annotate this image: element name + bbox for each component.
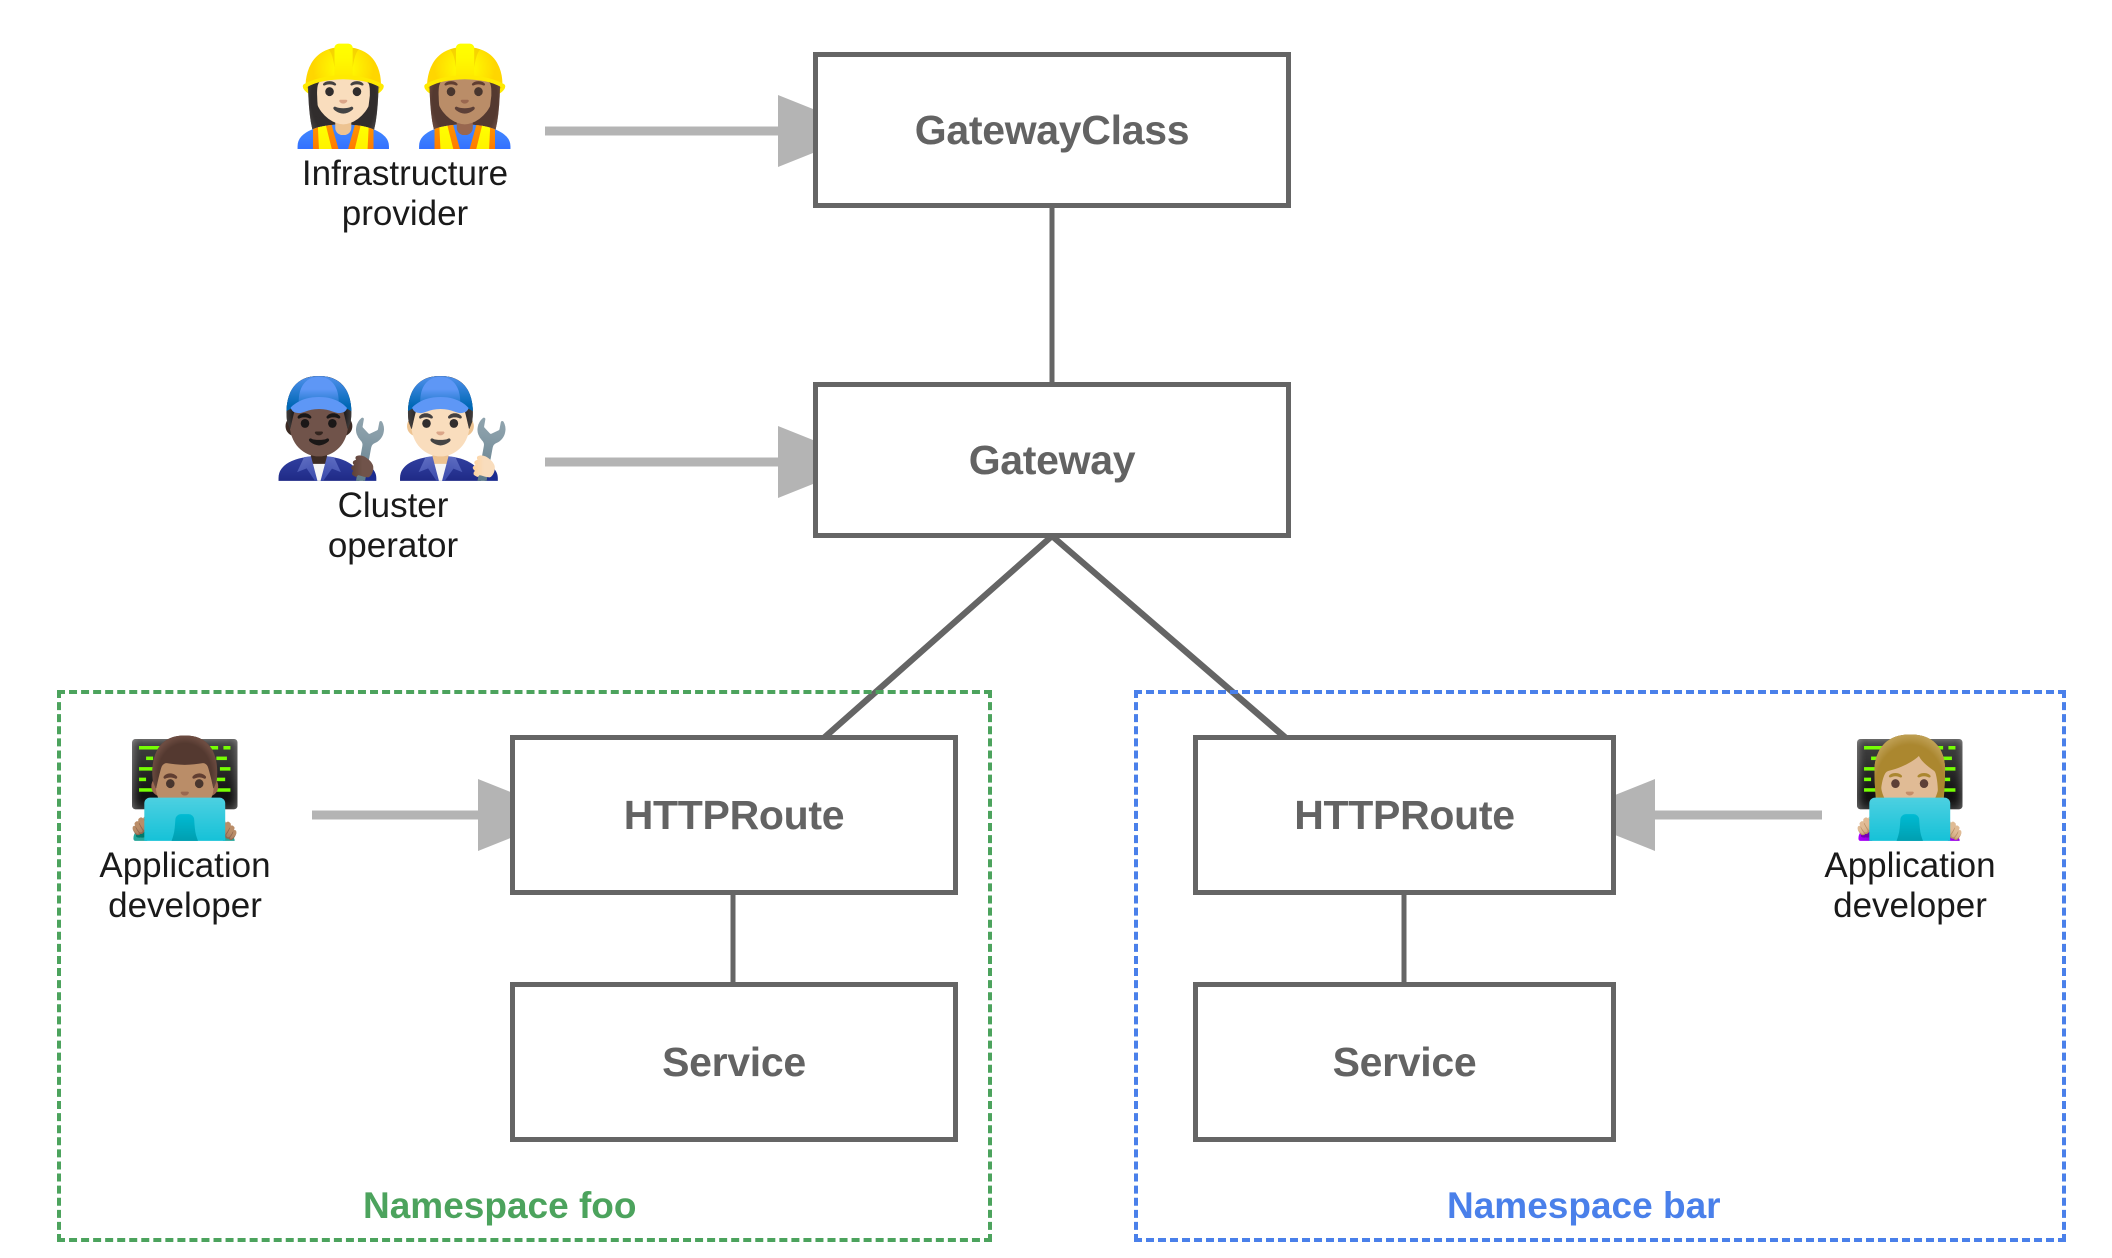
persona-cluster-operator: 👨🏿‍🔧👨🏻‍🔧 Cluster operator — [243, 380, 543, 567]
persona-application-developer-bar: 👩🏼‍💻 Application developer — [1795, 740, 2025, 927]
connector-gateway-to-httproute-foo-stub — [788, 533, 1054, 771]
node-service-foo-label: Service — [662, 1038, 806, 1085]
node-httproute-bar[interactable]: HTTPRoute — [1193, 735, 1616, 895]
woman-technologist-emoji: 👩🏼‍💻 — [1850, 732, 1970, 844]
node-gatewayclass-label: GatewayClass — [914, 106, 1190, 153]
namespace-bar-label: Namespace bar — [1447, 1185, 1721, 1226]
namespace-foo-container — [57, 690, 992, 1242]
construction-workers-emoji: 👷🏻‍♀️👷🏽‍♀️ — [283, 40, 527, 152]
mechanics-emoji: 👨🏿‍🔧👨🏻‍🔧 — [271, 372, 515, 484]
persona-application-developer-bar-caption: Application developer — [1824, 846, 1996, 926]
node-httproute-bar-label: HTTPRoute — [1294, 791, 1515, 838]
node-service-bar[interactable]: Service — [1193, 982, 1616, 1142]
node-service-bar-label: Service — [1332, 1038, 1477, 1085]
namespace-bar-container — [1134, 690, 2066, 1242]
node-gateway[interactable]: Gateway — [813, 382, 1291, 538]
node-service-foo[interactable]: Service — [510, 982, 958, 1142]
node-httproute-foo-label: HTTPRoute — [623, 791, 845, 838]
node-gatewayclass[interactable]: GatewayClass — [813, 52, 1291, 208]
persona-application-developer-foo-caption: Application developer — [99, 846, 271, 926]
node-gateway-label: Gateway — [968, 436, 1136, 483]
persona-application-developer-foo: 👨🏽‍💻 Application developer — [70, 740, 300, 927]
node-httproute-foo[interactable]: HTTPRoute — [510, 735, 958, 895]
persona-infrastructure-provider: 👷🏻‍♀️👷🏽‍♀️ Infrastructure provider — [255, 48, 555, 235]
man-technologist-emoji: 👨🏽‍💻 — [125, 732, 245, 844]
connector-gateway-to-httproute-bar-stub — [1050, 533, 1322, 771]
persona-infrastructure-provider-caption: Infrastructure provider — [301, 154, 509, 234]
namespace-foo-label: Namespace foo — [363, 1185, 637, 1226]
persona-cluster-operator-caption: Cluster operator — [327, 486, 459, 566]
